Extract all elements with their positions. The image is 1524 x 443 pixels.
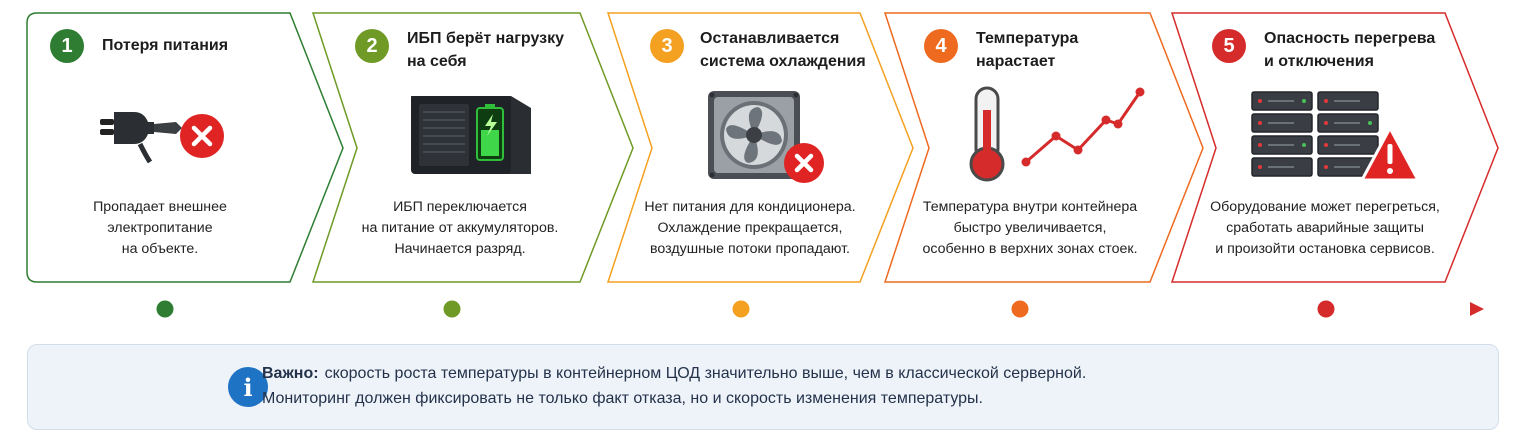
cooling-fan-icon [708,91,824,183]
timeline-arrowhead [1470,302,1484,316]
ups-battery-icon [411,96,531,174]
timeline-dot-3 [732,300,750,318]
timeline-dot-4 [1011,300,1029,318]
timeline-dot-2 [443,300,461,318]
step-5-description: Оборудование может перегреться, сработат… [1210,199,1440,257]
step-1-title: Потеря питания [102,37,229,54]
step-2-description: ИБП переключается на питание от аккумуля… [361,199,559,257]
step-1-number-badge: 1 [50,29,84,63]
step-5-title: Опасность перегрева и отключения [1264,30,1436,70]
step-3-number-badge: 3 [650,29,684,63]
step-3-description: Нет питания для кондиционера. Охлаждение… [644,199,856,257]
note-text-2: Мониторинг должен фиксировать не только … [262,390,983,407]
step-1-description: Пропадает внешнее электропитание на объе… [93,199,227,257]
step-4-title: Температура нарастает [976,30,1079,70]
timeline-dot-1 [156,300,174,318]
note-line-1: Важно: скорость роста температуры в конте… [262,362,1086,386]
step-4-description: Температура внутри контейнера быстро уве… [922,199,1138,257]
temperature-trend-icon [1021,87,1145,167]
step-2-number-badge: 2 [355,29,389,63]
note-text-1: скорость роста температуры в контейнерно… [324,365,1087,382]
important-note-box: i Важно: скорость роста температуры в кон… [27,344,1499,430]
note-label: Важно: [262,365,319,382]
server-rack-icon [1251,91,1420,182]
step-4-number-badge: 4 [924,29,958,63]
step-5-number-badge: 5 [1212,29,1246,63]
timeline-dot-5 [1317,300,1335,318]
power-plug-icon [100,112,224,164]
info-icon: i [228,367,268,407]
step-2-title: ИБП берёт нагрузку на себя [407,30,565,70]
note-line-2: Мониторинг должен фиксировать не только … [262,387,983,411]
step-3-title: Останавливается система охлаждения [700,30,866,70]
thermometer-icon [969,86,1145,182]
timeline-axis [28,300,1484,318]
